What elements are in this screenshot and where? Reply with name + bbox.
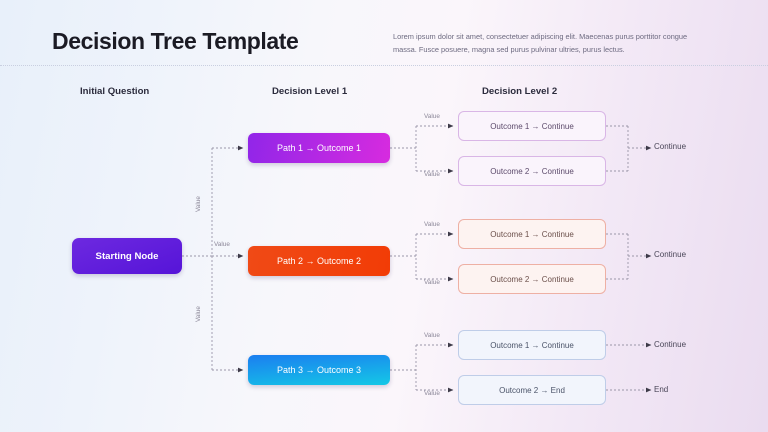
outcome-box-1-top[interactable]: Outcome 1 → Continue [458, 111, 606, 141]
outcome-box-3-top[interactable]: Outcome 1 → Continue [458, 330, 606, 360]
outcome-box-1-bottom[interactable]: Outcome 2 → Continue [458, 156, 606, 186]
edge-label-value-branch-1: Value [195, 196, 202, 212]
end-label-branch-1: Continue [654, 142, 687, 151]
node-starting-node[interactable]: Starting Node [72, 238, 182, 274]
end-label-branch-3-bottom: End [654, 385, 669, 394]
edge-label-value-branch-3: Value [195, 306, 202, 322]
header-description: Lorem ipsum dolor sit amet, consectetuer… [393, 32, 688, 54]
edge-label-value-3-top: Value [424, 332, 440, 339]
end-label-branch-3-top: Continue [654, 340, 687, 349]
node-path-2[interactable]: Path 2 → Outcome 2 [248, 246, 390, 276]
slide-header: Decision Tree Template Lorem ipsum dolor… [0, 0, 768, 64]
column-header-decision-level-1: Decision Level 1 [272, 86, 348, 97]
column-header-initial-question: Initial Question [80, 86, 150, 97]
edge-label-value-1-bottom: Value [424, 171, 440, 178]
edge-label-value-branch-2: Value [214, 241, 230, 248]
outcome-box-2-bottom[interactable]: Outcome 2 → Continue [458, 264, 606, 294]
header-divider [0, 65, 768, 66]
node-path-1[interactable]: Path 1 → Outcome 1 [248, 133, 390, 163]
edge-label-value-2-top: Value [424, 221, 440, 228]
end-label-branch-2: Continue [654, 250, 687, 259]
node-path-3[interactable]: Path 3 → Outcome 3 [248, 355, 390, 385]
page-title: Decision Tree Template [52, 28, 299, 54]
outcome-box-2-top[interactable]: Outcome 1 → Continue [458, 219, 606, 249]
edge-label-value-3-bottom: Value [424, 390, 440, 397]
edge-label-value-2-bottom: Value [424, 279, 440, 286]
outcome-box-3-bottom[interactable]: Outcome 2 → End [458, 375, 606, 405]
edge-label-value-1-top: Value [424, 113, 440, 120]
column-header-decision-level-2: Decision Level 2 [482, 86, 558, 97]
